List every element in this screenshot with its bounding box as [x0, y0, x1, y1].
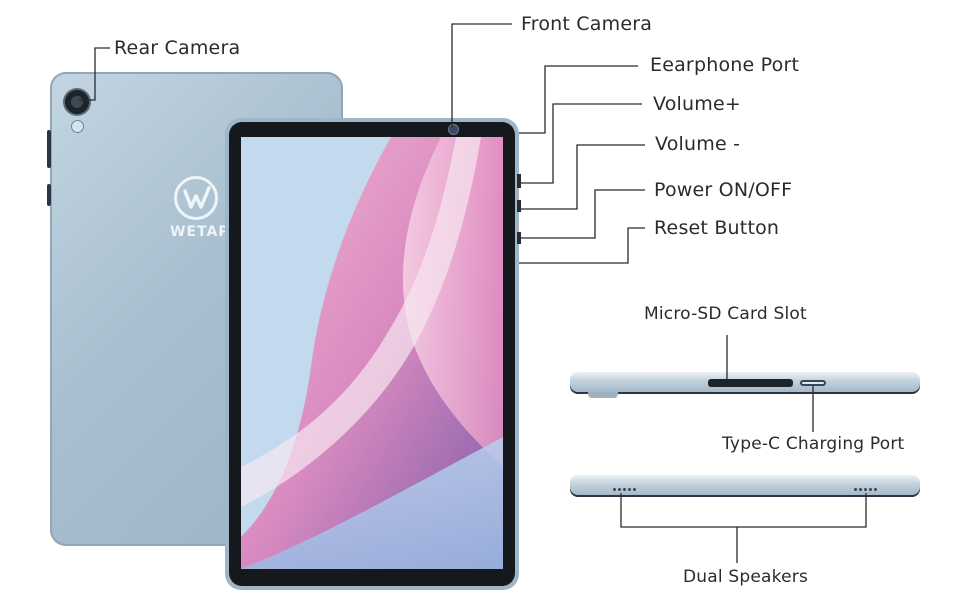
label-type-c: Type-C Charging Port: [722, 434, 905, 454]
side-port-marks: [517, 174, 521, 244]
speaker-hole: [874, 488, 877, 491]
speaker-hole: [618, 488, 621, 491]
label-power: Power ON/OFF: [654, 179, 793, 201]
label-volume-up: Volume+: [653, 93, 741, 115]
micro-sd-slot: [708, 379, 793, 387]
speaker-hole: [854, 488, 857, 491]
speaker-hole: [613, 488, 616, 491]
label-rear-camera: Rear Camera: [114, 37, 241, 59]
type-c-port: [800, 380, 826, 386]
speaker-hole: [623, 488, 626, 491]
earphone-port-line: [519, 65, 638, 134]
tablet-screen-wallpaper: [241, 137, 503, 569]
wetap-logo-icon: [174, 176, 218, 220]
speaker-hole: [859, 488, 862, 491]
edge-foot: [588, 392, 618, 398]
volume-up-line: [519, 103, 642, 184]
speaker-hole: [869, 488, 872, 491]
tablet-bottom-edge-view: [570, 475, 920, 497]
side-button: [47, 184, 51, 206]
volume-down-line: [519, 144, 645, 210]
label-front-camera: Front Camera: [521, 13, 653, 35]
front-camera-line: [451, 23, 512, 128]
brand-logo-text: WETAP: [170, 224, 230, 240]
reset-line: [519, 227, 645, 264]
speakers-bracket-line: [620, 493, 867, 528]
rear-camera-icon: [63, 88, 91, 116]
speaker-hole: [628, 488, 631, 491]
label-micro-sd: Micro-SD Card Slot: [644, 304, 807, 324]
side-button: [47, 130, 51, 168]
rear-camera-line: [78, 47, 110, 101]
label-reset-button: Reset Button: [654, 217, 780, 239]
power-line: [519, 189, 645, 239]
front-camera-icon: [448, 124, 459, 135]
label-earphone-port: Eearphone Port: [650, 54, 800, 76]
speaker-hole: [864, 488, 867, 491]
speaker-hole: [633, 488, 636, 491]
label-dual-speakers: Dual Speakers: [683, 567, 809, 587]
flash-icon: [71, 120, 84, 133]
label-volume-down: Volume -: [655, 133, 741, 155]
